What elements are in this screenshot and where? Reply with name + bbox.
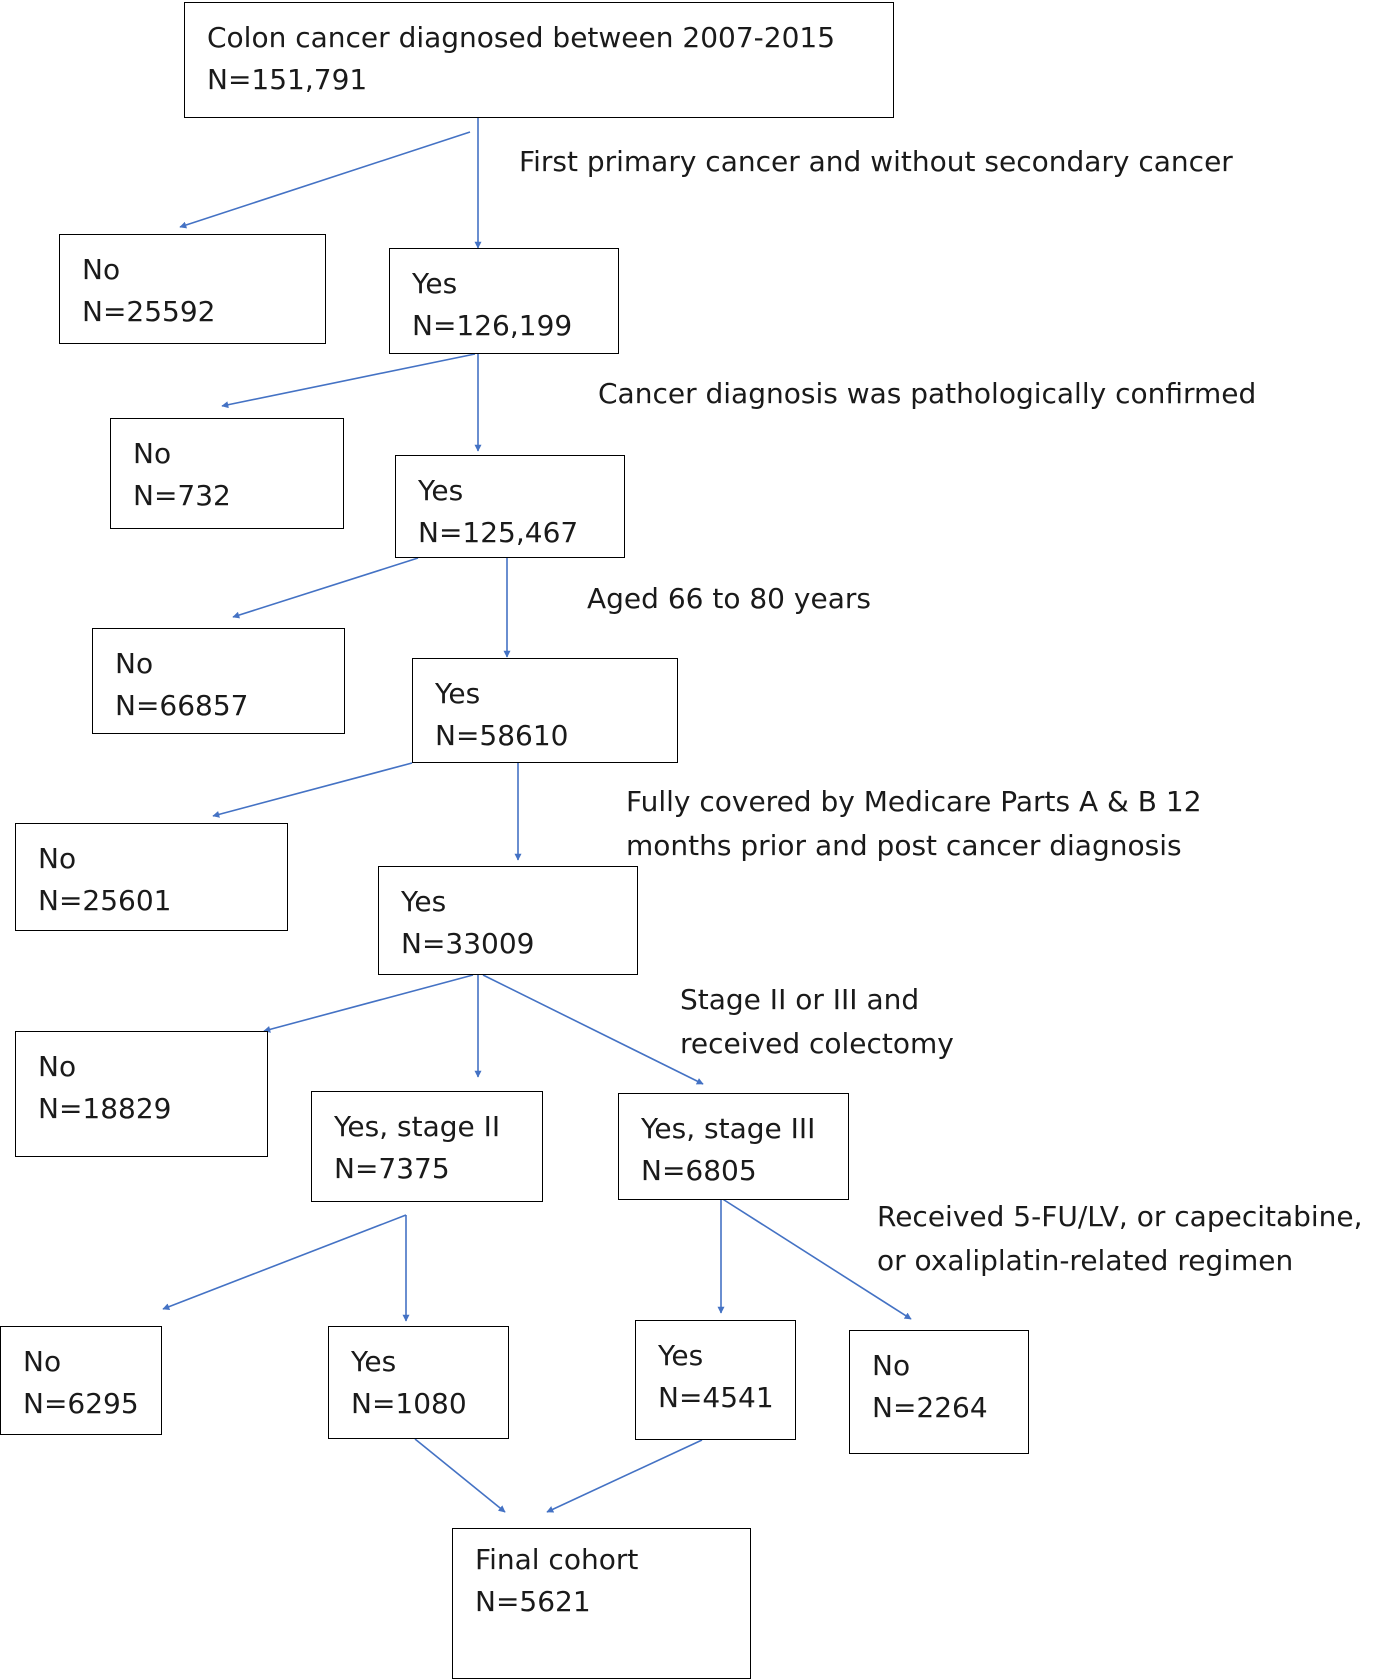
box-yes-2: Yes N=125,467 xyxy=(395,455,625,558)
criterion-medicare: Fully covered by Medicare Parts A & B 12… xyxy=(626,780,1202,868)
box-count: N=151,791 xyxy=(207,63,368,96)
box-label: Yes, stage III xyxy=(641,1112,816,1145)
box-count: N=1080 xyxy=(351,1387,467,1420)
criterion-pathologically-confirmed: Cancer diagnosis was pathologically conf… xyxy=(598,372,1256,416)
box-label: Yes xyxy=(351,1345,397,1378)
criterion-aged: Aged 66 to 80 years xyxy=(587,577,871,621)
box-no-3: No N=66857 xyxy=(92,628,345,734)
box-count: N=6295 xyxy=(23,1387,139,1420)
box-count: N=25592 xyxy=(82,295,216,328)
box-count: N=126,199 xyxy=(412,309,573,342)
criterion-text: Fully covered by Medicare Parts A & B 12 xyxy=(626,785,1202,818)
criterion-text: Stage II or III and xyxy=(680,983,920,1016)
criterion-text: Received 5-FU/LV, or capecitabine, xyxy=(877,1200,1363,1233)
box-label: No xyxy=(38,842,77,875)
box-count: N=5621 xyxy=(475,1585,591,1618)
criterion-text: First primary cancer and without seconda… xyxy=(519,145,1233,178)
box-label: No xyxy=(133,437,172,470)
arrow-yes4-to-no5 xyxy=(263,974,474,1033)
box-count: N=33009 xyxy=(401,927,535,960)
box-label: No xyxy=(115,647,154,680)
box-count: N=7375 xyxy=(334,1152,450,1185)
box-label: No xyxy=(82,253,121,286)
box-count: N=125,467 xyxy=(418,516,579,549)
box-yes-6: Yes N=1080 xyxy=(328,1326,509,1439)
criterion-regimen: Received 5-FU/LV, or capecitabine, or ox… xyxy=(877,1195,1363,1283)
box-label: Yes xyxy=(412,267,458,300)
arrow-stage3-to-no7 xyxy=(720,1197,912,1320)
box-colon-cancer-diagnosed: Colon cancer diagnosed between 2007-2015… xyxy=(184,2,894,118)
box-final-cohort: Final cohort N=5621 xyxy=(452,1528,751,1679)
box-count: N=732 xyxy=(133,479,231,512)
arrow-yes3-to-no4 xyxy=(212,762,413,818)
box-no-6: No N=6295 xyxy=(0,1326,162,1435)
box-label: No xyxy=(872,1349,911,1382)
criterion-stage-colectomy: Stage II or III and received colectomy xyxy=(680,978,954,1066)
arrow-yes2-to-no3 xyxy=(232,557,419,619)
box-label: No xyxy=(23,1345,62,1378)
box-label: Yes xyxy=(401,885,447,918)
arrow-yes6-to-final xyxy=(414,1438,506,1513)
box-label: Colon cancer diagnosed between 2007-2015 xyxy=(207,21,836,54)
box-count: N=2264 xyxy=(872,1391,988,1424)
box-no-4: No N=25601 xyxy=(15,823,288,931)
box-label: Yes, stage II xyxy=(334,1110,501,1143)
arrow-top-to-no1 xyxy=(179,131,471,229)
box-label: Yes xyxy=(418,474,464,507)
box-yes-3: Yes N=58610 xyxy=(412,658,678,763)
arrow-stage2-to-no6 xyxy=(162,1214,407,1310)
box-count: N=58610 xyxy=(435,719,569,752)
box-count: N=66857 xyxy=(115,689,249,722)
arrow-yes1-to-no2 xyxy=(221,353,476,409)
criterion-text: received colectomy xyxy=(680,1027,954,1060)
box-label: No xyxy=(38,1050,77,1083)
criterion-text: months prior and post cancer diagnosis xyxy=(626,829,1182,862)
box-stage-ii: Yes, stage II N=7375 xyxy=(311,1091,543,1202)
box-no-5: No N=18829 xyxy=(15,1031,268,1157)
criterion-first-primary: First primary cancer and without seconda… xyxy=(519,140,1233,184)
box-stage-iii: Yes, stage III N=6805 xyxy=(618,1093,849,1200)
criterion-text: or oxaliplatin-related regimen xyxy=(877,1244,1294,1277)
box-yes-1: Yes N=126,199 xyxy=(389,248,619,354)
box-no-2: No N=732 xyxy=(110,418,344,529)
criterion-text: Cancer diagnosis was pathologically conf… xyxy=(598,377,1257,410)
box-count: N=25601 xyxy=(38,884,172,917)
box-label: Yes xyxy=(658,1339,704,1372)
box-yes-7: Yes N=4541 xyxy=(635,1320,796,1440)
box-count: N=18829 xyxy=(38,1092,172,1125)
arrow-yes4-to-stage3 xyxy=(482,974,704,1085)
criterion-text: Aged 66 to 80 years xyxy=(587,582,871,615)
box-yes-4: Yes N=33009 xyxy=(378,866,638,975)
box-count: N=4541 xyxy=(658,1381,774,1414)
box-no-7: No N=2264 xyxy=(849,1330,1029,1454)
box-label: Yes xyxy=(435,677,481,710)
box-no-1: No N=25592 xyxy=(59,234,326,344)
box-label: Final cohort xyxy=(475,1543,639,1576)
arrow-yes7-to-final xyxy=(546,1439,703,1513)
box-count: N=6805 xyxy=(641,1154,757,1187)
